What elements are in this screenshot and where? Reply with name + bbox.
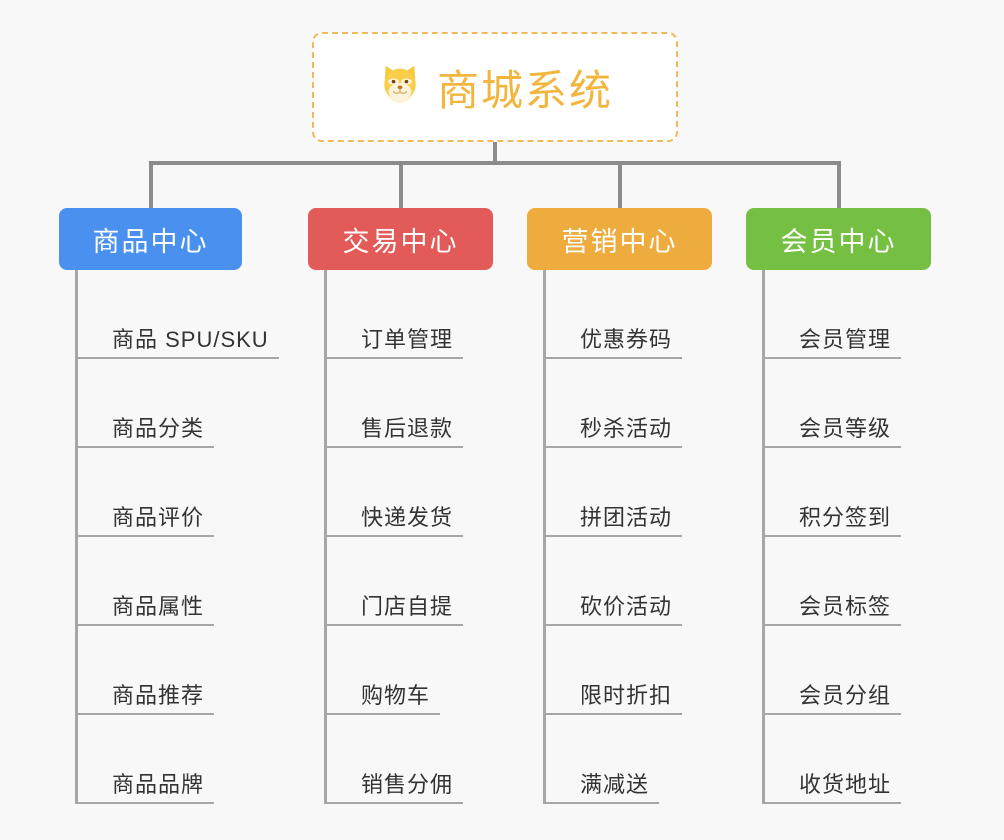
leaf-item[interactable]: 商品分类 [78,359,242,448]
leaf-underline: 销售分佣 [327,771,464,804]
leaf-item[interactable]: 会员等级 [765,359,931,448]
leaf-label: 销售分佣 [361,771,454,797]
leaf-label: 积分签到 [799,504,892,530]
leaf-label: 门店自提 [361,593,454,619]
leaf-item[interactable]: 会员分组 [765,626,931,715]
leaf-label: 订单管理 [361,326,454,352]
leaf-underline: 拼团活动 [546,504,683,537]
leaf-list-member-center: 会员管理会员等级积分签到会员标签会员分组收货地址 [762,270,931,804]
leaf-underline: 积分签到 [765,504,902,537]
leaf-item[interactable]: 限时折扣 [546,626,712,715]
leaf-item[interactable]: 购物车 [327,626,493,715]
connector-drop-marketing-center [618,161,622,208]
leaf-item[interactable]: 秒杀活动 [546,359,712,448]
leaf-item[interactable]: 销售分佣 [327,715,493,804]
category-box-member-center[interactable]: 会员中心 [746,208,931,270]
leaf-underline: 会员管理 [765,326,902,359]
root-node-shop-system[interactable]: 商城系统 [312,32,678,142]
leaf-list-marketing-center: 优惠券码秒杀活动拼团活动砍价活动限时折扣满减送 [543,270,712,804]
category-column-member-center: 会员中心会员管理会员等级积分签到会员标签会员分组收货地址 [746,208,931,804]
leaf-item[interactable]: 满减送 [546,715,712,804]
leaf-underline: 商品分类 [78,415,215,448]
leaf-item[interactable]: 商品品牌 [78,715,242,804]
leaf-underline: 售后退款 [327,415,464,448]
leaf-underline: 会员标签 [765,593,902,626]
connector-horizontal-bus [149,161,839,165]
leaf-item[interactable]: 商品属性 [78,537,242,626]
category-label: 商品中心 [92,226,209,257]
connector-drop-product-center [149,161,153,208]
leaf-item[interactable]: 拼团活动 [546,448,712,537]
category-label: 交易中心 [342,226,459,257]
connector-drop-trade-center [399,161,403,208]
leaf-item[interactable]: 会员管理 [765,270,931,359]
category-box-trade-center[interactable]: 交易中心 [308,208,493,270]
category-column-marketing-center: 营销中心优惠券码秒杀活动拼团活动砍价活动限时折扣满减送 [527,208,712,804]
leaf-underline: 收货地址 [765,771,902,804]
leaf-underline: 满减送 [546,771,660,804]
leaf-underline: 商品品牌 [78,771,215,804]
category-column-product-center: 商品中心商品 SPU/SKU 商品分类商品评价商品属性商品推荐商品品牌 [59,208,279,804]
leaf-label: 商品属性 [112,593,205,619]
leaf-label: 秒杀活动 [580,415,673,441]
leaf-item[interactable]: 商品评价 [78,448,242,537]
category-label: 会员中心 [780,226,897,257]
category-box-marketing-center[interactable]: 营销中心 [527,208,712,270]
leaf-item[interactable]: 会员标签 [765,537,931,626]
leaf-label: 会员管理 [799,326,892,352]
leaf-label: 优惠券码 [580,326,673,352]
leaf-underline: 商品属性 [78,593,215,626]
leaf-underline: 商品评价 [78,504,215,537]
leaf-item[interactable]: 售后退款 [327,359,493,448]
leaf-item[interactable]: 门店自提 [327,537,493,626]
leaf-item[interactable]: 积分签到 [765,448,931,537]
leaf-label: 商品品牌 [112,771,205,797]
connector-drop-member-center [837,161,841,208]
leaf-item[interactable]: 快递发货 [327,448,493,537]
leaf-underline: 门店自提 [327,593,464,626]
leaf-list-product-center: 商品 SPU/SKU 商品分类商品评价商品属性商品推荐商品品牌 [75,270,279,804]
leaf-label: 售后退款 [361,415,454,441]
leaf-label: 商品评价 [112,504,205,530]
leaf-underline: 订单管理 [327,326,464,359]
leaf-underline: 优惠券码 [546,326,683,359]
leaf-list-trade-center: 订单管理售后退款快递发货门店自提购物车销售分佣 [324,270,493,804]
leaf-item[interactable]: 收货地址 [765,715,931,804]
leaf-underline: 商品推荐 [78,682,215,715]
leaf-underline: 秒杀活动 [546,415,683,448]
leaf-label: 商品 SPU/SKU [112,326,269,352]
leaf-label: 商品推荐 [112,682,205,708]
leaf-label: 会员标签 [799,593,892,619]
leaf-item[interactable]: 商品 SPU/SKU [78,270,279,359]
leaf-label: 拼团活动 [580,504,673,530]
leaf-item[interactable]: 优惠券码 [546,270,712,359]
leaf-item[interactable]: 商品推荐 [78,626,242,715]
leaf-label: 限时折扣 [580,682,673,708]
dog-face-icon [377,60,423,114]
connector-root-stem [493,142,497,164]
leaf-label: 收货地址 [799,771,892,797]
leaf-underline: 购物车 [327,682,441,715]
leaf-underline: 会员分组 [765,682,902,715]
root-title: 商城系统 [436,66,613,114]
leaf-underline: 快递发货 [327,504,464,537]
leaf-item[interactable]: 砍价活动 [546,537,712,626]
leaf-label: 购物车 [361,682,431,708]
category-box-product-center[interactable]: 商品中心 [59,208,242,270]
category-label: 营销中心 [561,226,678,257]
leaf-underline: 会员等级 [765,415,902,448]
leaf-label: 商品分类 [112,415,205,441]
category-column-trade-center: 交易中心订单管理售后退款快递发货门店自提购物车销售分佣 [308,208,493,804]
leaf-underline: 限时折扣 [546,682,683,715]
leaf-label: 会员分组 [799,682,892,708]
leaf-label: 砍价活动 [580,593,673,619]
leaf-item[interactable]: 订单管理 [327,270,493,359]
leaf-label: 满减送 [580,771,650,797]
leaf-label: 会员等级 [799,415,892,441]
leaf-underline: 砍价活动 [546,593,683,626]
leaf-label: 快递发货 [361,504,454,530]
leaf-underline: 商品 SPU/SKU [78,327,279,359]
